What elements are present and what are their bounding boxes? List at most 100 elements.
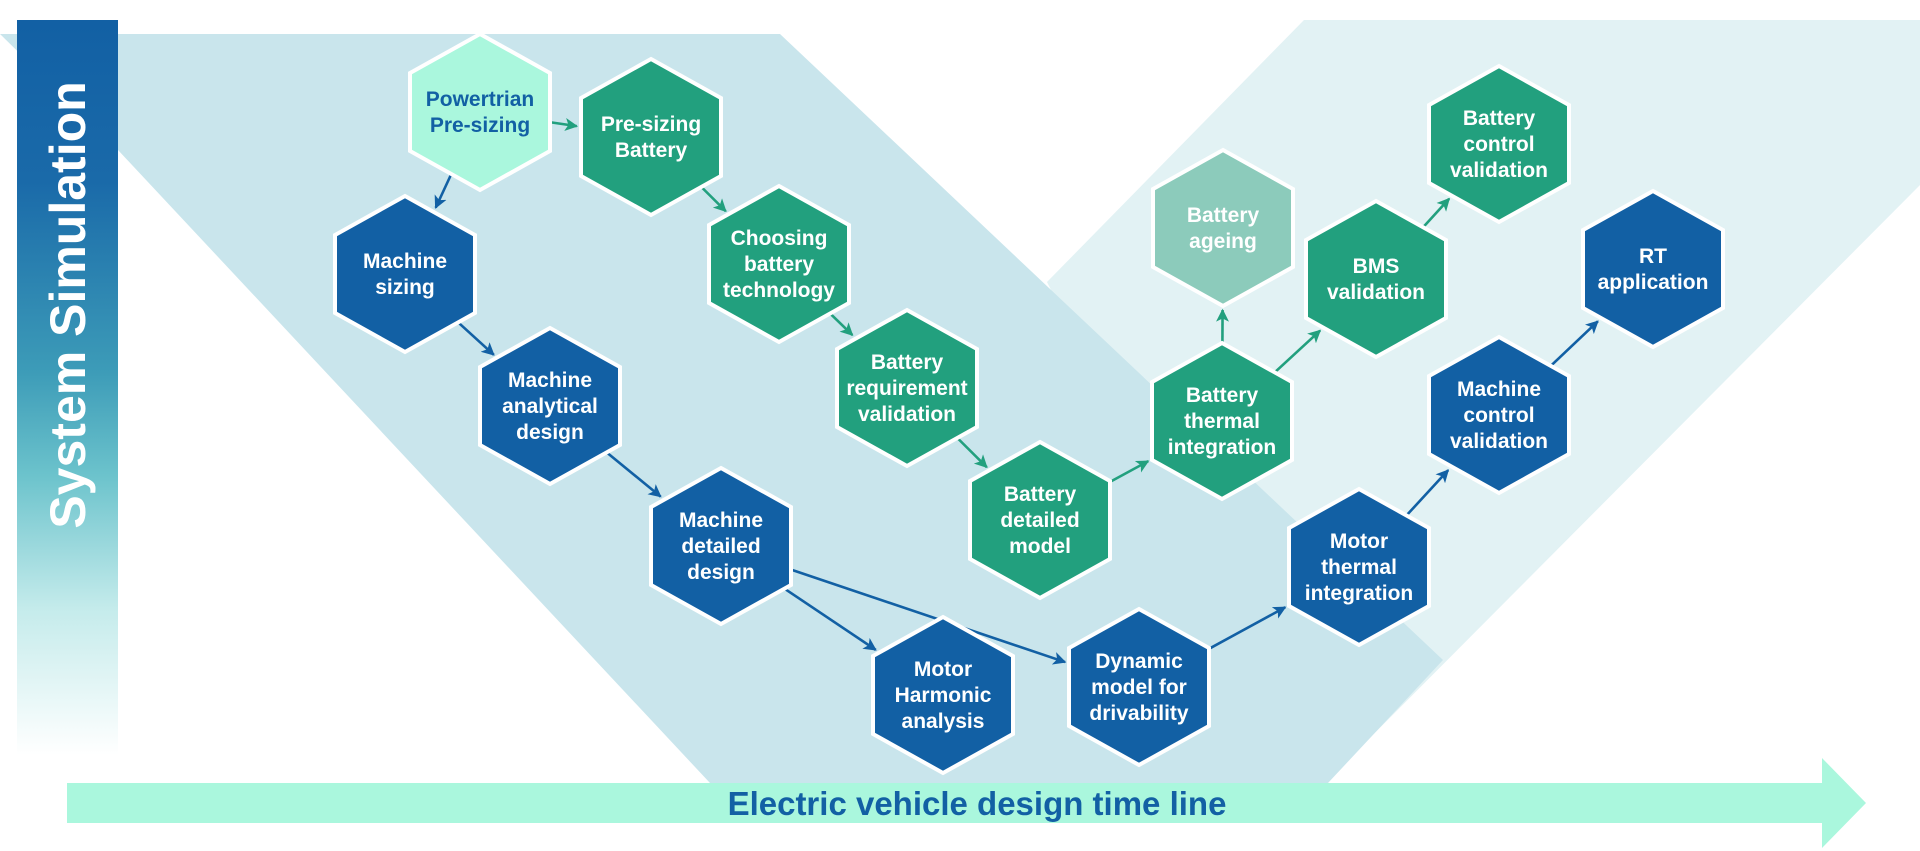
- hexagon-machine-analytical-design: [478, 325, 622, 487]
- node-label-line: drivability: [1089, 702, 1189, 725]
- hexagon-bms-validation: [1304, 198, 1448, 360]
- node-label-line: analytical: [502, 395, 598, 418]
- node-label-line: validation: [1327, 281, 1425, 304]
- node-label-line: integration: [1305, 582, 1414, 605]
- hexagon-machine-sizing: [333, 193, 477, 355]
- node-label-line: requirement: [846, 377, 967, 400]
- node-label-line: RT: [1639, 245, 1667, 268]
- node-label-line: thermal: [1184, 410, 1260, 433]
- edge-battery-thermal-integration-to-bms-validation: [1274, 329, 1322, 374]
- hexagon-battery-thermal-integration: [1150, 340, 1294, 502]
- node-bms-validation: BMS validation: [1304, 198, 1448, 360]
- hexagon-machine-detailed-design: [649, 465, 793, 627]
- edge-battery-requirement-validation-to-battery-detailed-model: [956, 437, 988, 469]
- hexagon-battery-control-validation: [1427, 63, 1571, 225]
- timeline-arrow-shape: [67, 758, 1866, 848]
- edges: [434, 118, 1599, 665]
- node-label-line: Harmonic: [895, 684, 992, 707]
- hexagon-battery-detailed-model: [968, 439, 1112, 601]
- node-label-line: application: [1598, 271, 1709, 294]
- node-battery-thermal-integration: Battery thermal integration: [1150, 340, 1294, 502]
- node-label-line: thermal: [1321, 556, 1397, 579]
- edge-machine-sizing-to-machine-analytical-design: [457, 321, 495, 356]
- node-label-line: Powertrian: [426, 88, 535, 111]
- node-label-line: integration: [1168, 436, 1277, 459]
- node-battery-ageing: Battery ageing: [1151, 147, 1295, 309]
- edge-machine-detailed-design-to-dynamic-model-for-drivability: [790, 568, 1067, 665]
- hexagon-powertrain-pre-sizing: [408, 31, 552, 193]
- node-label-line: Machine: [363, 250, 447, 273]
- hexagon-battery-requirement-validation: [835, 307, 979, 469]
- node-label-line: validation: [1450, 430, 1548, 453]
- node-machine-analytical-design: Machine analytical design: [478, 325, 622, 487]
- edge-powertrain-pre-sizing-to-machine-sizing: [434, 174, 453, 209]
- system-simulation-bar: System Simulation: [17, 20, 118, 755]
- edge-powertrain-pre-sizing-to-pre-sizing-battery: [550, 118, 579, 131]
- node-label-line: battery: [744, 253, 814, 276]
- node-label-line: Motor: [1330, 530, 1388, 553]
- node-label-line: Machine: [679, 509, 763, 532]
- node-label-line: Battery: [1463, 107, 1536, 130]
- timeline-arrow: Electric vehicle design time line: [67, 758, 1866, 848]
- node-choosing-battery-technology: Choosing battery technology: [707, 183, 851, 345]
- edge-motor-thermal-integration-to-machine-control-validation: [1406, 469, 1450, 516]
- edge-dynamic-model-for-drivability-to-motor-thermal-integration: [1208, 606, 1287, 650]
- node-label-line: model for: [1091, 676, 1187, 699]
- hexagon-choosing-battery-technology: [707, 183, 851, 345]
- node-label-line: Pre-sizing: [601, 113, 701, 136]
- edge-machine-detailed-design-to-motor-harmonic-analysis: [784, 587, 877, 651]
- node-label-line: Battery: [871, 351, 944, 374]
- node-label-line: analysis: [902, 710, 985, 733]
- side-bar: [17, 20, 118, 755]
- hexagon-rt-application: [1581, 188, 1725, 350]
- node-motor-thermal-integration: Motor thermal integration: [1287, 486, 1431, 648]
- timeline-label: Electric vehicle design time line: [728, 785, 1227, 822]
- node-battery-detailed-model: Battery detailed model: [968, 439, 1112, 601]
- edge-pre-sizing-battery-to-choosing-battery-technology: [700, 186, 727, 213]
- node-label-line: Battery: [1186, 384, 1259, 407]
- node-label-line: Pre-sizing: [430, 114, 530, 137]
- node-label-line: ageing: [1189, 230, 1257, 253]
- node-battery-control-validation: Battery control validation: [1427, 63, 1571, 225]
- node-label-line: sizing: [375, 276, 435, 299]
- node-machine-detailed-design: Machine detailed design: [649, 465, 793, 627]
- node-label-line: Choosing: [731, 227, 828, 250]
- node-label-line: Machine: [508, 369, 592, 392]
- node-label-line: Dynamic: [1095, 650, 1183, 673]
- edge-battery-detailed-model-to-battery-thermal-integration: [1109, 459, 1150, 483]
- edge-machine-control-validation-to-rt-application: [1550, 320, 1599, 367]
- node-label-line: detailed: [681, 535, 760, 558]
- edge-bms-validation-to-battery-control-validation: [1422, 197, 1451, 229]
- node-label-line: model: [1009, 535, 1071, 558]
- node-label-line: Machine: [1457, 378, 1541, 401]
- node-label-line: detailed: [1000, 509, 1079, 532]
- node-machine-sizing: Machine sizing: [333, 193, 477, 355]
- node-label-line: validation: [858, 403, 956, 426]
- hexagon-motor-thermal-integration: [1287, 486, 1431, 648]
- node-label-line: Battery: [615, 139, 688, 162]
- edge-machine-analytical-design-to-machine-detailed-design: [606, 451, 662, 498]
- node-label-line: Battery: [1187, 204, 1260, 227]
- hexagon-machine-control-validation: [1427, 334, 1571, 496]
- hexagon-motor-harmonic-analysis: [871, 614, 1015, 776]
- hexagon-pre-sizing-battery: [579, 56, 723, 218]
- node-rt-application: RT application: [1581, 188, 1725, 350]
- node-label-line: technology: [723, 279, 835, 302]
- node-label-line: validation: [1450, 159, 1548, 182]
- hexagon-battery-ageing: [1151, 147, 1295, 309]
- edge-choosing-battery-technology-to-battery-requirement-validation: [829, 313, 854, 337]
- node-label-line: control: [1463, 133, 1534, 156]
- node-battery-requirement-validation: Battery requirement validation: [835, 307, 979, 469]
- node-dynamic-model-for-drivability: Dynamic model for drivability: [1067, 606, 1211, 768]
- node-label-line: design: [516, 421, 584, 444]
- node-label-line: Battery: [1004, 483, 1077, 506]
- hexagon-dynamic-model-for-drivability: [1067, 606, 1211, 768]
- node-label-line: design: [687, 561, 755, 584]
- node-label-line: BMS: [1353, 255, 1400, 278]
